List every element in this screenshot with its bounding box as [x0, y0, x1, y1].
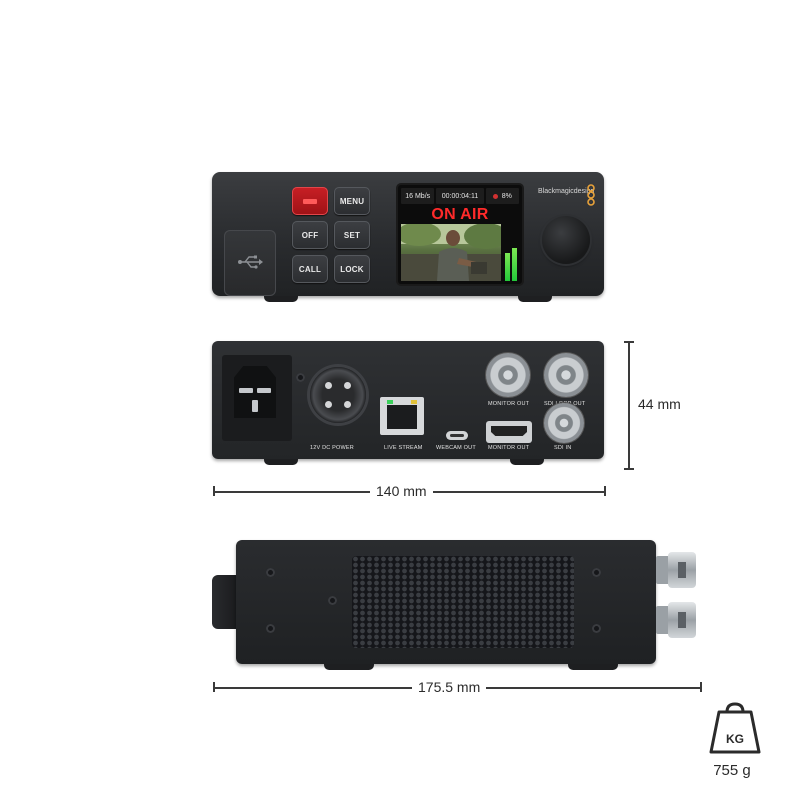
depth-dim-tick-right	[700, 682, 702, 692]
rear-panel: 12V DC POWER LIVE STREAM WEBCAM OUT MONI…	[212, 341, 604, 465]
weight-icon	[709, 702, 761, 754]
lcd-screen: 16 Mb/s 00:00:04:11 8% ON AIR	[398, 185, 522, 284]
brand-logo-icon	[587, 184, 595, 206]
set-button[interactable]: SET	[334, 221, 370, 249]
menu-button[interactable]: MENU	[334, 187, 370, 215]
depth-dimension-label: 175.5 mm	[412, 679, 487, 695]
side-foot-right	[568, 664, 618, 670]
control-knob[interactable]	[542, 216, 590, 264]
lock-button-label: LOCK	[340, 264, 364, 274]
rear-foot-right	[510, 459, 544, 465]
audio-meters	[504, 227, 518, 281]
video-preview-image	[401, 224, 501, 281]
side-screw-icon	[592, 624, 601, 633]
on-air-banner: ON AIR	[431, 206, 489, 223]
live-stream-label: LIVE STREAM	[384, 445, 423, 451]
side-knob	[212, 575, 240, 629]
set-button-label: SET	[343, 230, 361, 240]
front-panel: MENU OFF SET CALL LOCK 16 Mb/s 00:00:04:…	[212, 172, 604, 302]
usb-port-cover	[224, 230, 276, 296]
hdmi-port	[486, 421, 532, 443]
xlr-power-connector	[310, 367, 366, 423]
audio-meter-right	[512, 247, 517, 281]
power-port-label: 12V DC POWER	[310, 445, 354, 451]
brand-logo-text: Blackmagicdesign	[538, 188, 595, 195]
off-button-label: OFF	[301, 230, 319, 240]
weight-icon-label: KG	[726, 732, 744, 746]
audio-meter-left	[505, 252, 510, 281]
ventilation-grille	[352, 556, 574, 648]
side-bnc-connector-top	[656, 552, 696, 588]
side-screw-icon	[266, 568, 275, 577]
side-panel	[236, 540, 656, 670]
side-screw-icon	[328, 596, 337, 605]
power-inlet-socket	[234, 366, 276, 418]
bitrate-readout: 16 Mb/s	[401, 188, 435, 204]
lcd-status-bar: 16 Mb/s 00:00:04:11 8%	[401, 188, 519, 204]
side-bnc-connector-bottom	[656, 602, 696, 638]
width-dim-tick-right	[604, 486, 606, 496]
call-button[interactable]: CALL	[292, 255, 328, 283]
activity-led-icon	[411, 400, 417, 404]
sdi-in-label: SDI IN	[554, 445, 572, 451]
link-led-icon	[387, 400, 393, 404]
signal-value: 8%	[501, 192, 512, 200]
height-dim-line	[628, 341, 630, 469]
lock-button[interactable]: LOCK	[334, 255, 370, 283]
front-foot-left	[264, 296, 298, 302]
sdi-loop-out-connector	[544, 353, 588, 397]
menu-button-label: MENU	[339, 196, 365, 206]
screw-icon	[296, 373, 305, 382]
ethernet-port	[380, 397, 424, 435]
call-button-label: CALL	[298, 264, 322, 274]
record-button[interactable]	[292, 187, 328, 215]
weight-value: 755 g	[713, 762, 751, 779]
height-dim-tick-bottom	[624, 468, 634, 470]
sdi-in-connector	[544, 403, 584, 443]
width-dimension-label: 140 mm	[370, 483, 433, 499]
record-indicator-icon	[303, 198, 317, 204]
usb-icon	[238, 255, 263, 269]
hdmi-monitor-out-label: MONITOR OUT	[488, 445, 530, 451]
sdi-monitor-out-connector	[486, 353, 530, 397]
timecode-readout: 00:00:04:11	[436, 188, 484, 204]
video-preview	[401, 224, 501, 281]
side-foot-left	[324, 664, 374, 670]
rear-foot-left	[264, 459, 298, 465]
front-foot-right	[518, 296, 552, 302]
signal-readout: 8%	[485, 188, 519, 204]
side-screw-icon	[266, 624, 275, 633]
height-dimension-label: 44 mm	[632, 396, 687, 412]
off-button[interactable]: OFF	[292, 221, 328, 249]
side-screw-icon	[592, 568, 601, 577]
sdi-monitor-out-label: MONITOR OUT	[488, 401, 530, 407]
webcam-out-label: WEBCAM OUT	[436, 445, 476, 451]
usb-c-port	[446, 431, 468, 440]
record-dot-icon	[492, 193, 498, 199]
